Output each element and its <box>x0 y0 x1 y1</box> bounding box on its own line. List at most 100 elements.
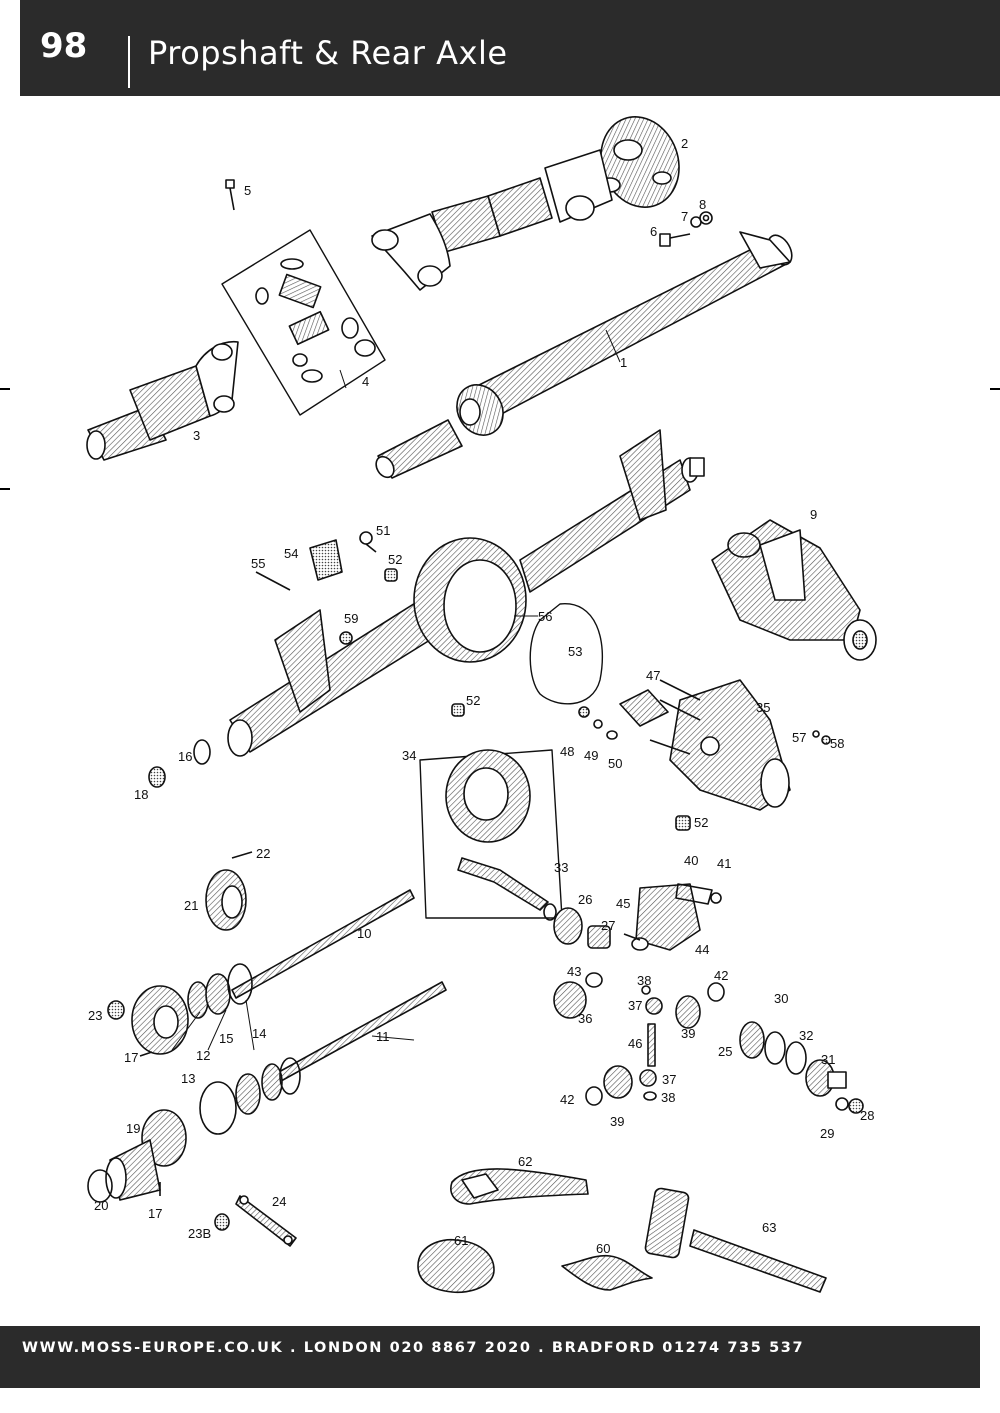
callout-38b: 38 <box>661 1090 675 1105</box>
gasket-53 <box>529 603 604 705</box>
callout-24: 24 <box>272 1194 286 1209</box>
page-number: 98 <box>40 26 88 66</box>
half-shaft-10 <box>231 889 415 999</box>
propshaft-part <box>375 231 793 479</box>
callout-25: 25 <box>718 1044 732 1059</box>
differential-carrier-part <box>711 519 877 661</box>
callout-4: 4 <box>362 374 369 389</box>
tab-washer-24 <box>235 1195 297 1247</box>
callout-60: 60 <box>596 1241 610 1256</box>
nut-52a <box>384 568 398 582</box>
shim-43 <box>585 972 603 988</box>
callout-21: 21 <box>184 898 198 913</box>
washer-38a <box>641 985 651 995</box>
gear-37b <box>639 1069 657 1087</box>
callout-51: 51 <box>376 523 390 538</box>
nut-23 <box>107 1000 125 1020</box>
callout-18: 18 <box>134 787 148 802</box>
washer-57 <box>812 730 820 738</box>
hub-assembly-upper <box>131 963 253 1055</box>
callout-37b: 37 <box>662 1072 676 1087</box>
callout-44: 44 <box>695 942 709 957</box>
bearing-26 <box>553 907 583 945</box>
spacer-27 <box>587 925 611 949</box>
header-divider <box>128 36 130 88</box>
bearing-36 <box>553 981 587 1019</box>
callout-19: 19 <box>126 1121 140 1136</box>
callout-29: 29 <box>820 1126 834 1141</box>
callout-62: 62 <box>518 1154 532 1169</box>
callout-30: 30 <box>774 991 788 1006</box>
callout-40: 40 <box>684 853 698 868</box>
cross-pin-46 <box>647 1023 656 1067</box>
hammer-63 <box>644 1187 827 1293</box>
half-shaft-11 <box>267 981 447 1087</box>
callout-49: 49 <box>584 748 598 763</box>
bolt-51 <box>359 531 377 553</box>
slip-yoke-part <box>86 341 239 461</box>
gear-37a <box>645 997 663 1015</box>
callout-57: 57 <box>792 730 806 745</box>
bump-rubber-54 <box>309 539 343 581</box>
callout-63: 63 <box>762 1220 776 1235</box>
nut-58 <box>821 735 831 745</box>
callout-58: 58 <box>830 736 844 751</box>
callout-22: 22 <box>256 846 270 861</box>
page-title: Propshaft & Rear Axle <box>148 34 508 72</box>
callout-3: 3 <box>193 428 200 443</box>
callout-38a: 38 <box>637 973 651 988</box>
callout-17a: 17 <box>124 1050 138 1065</box>
wrench-62 <box>450 1168 589 1205</box>
ring-20 <box>87 1169 113 1203</box>
bearing-housing-21 <box>205 851 253 931</box>
callout-59: 59 <box>344 611 358 626</box>
washer-29 <box>835 1097 849 1111</box>
callout-52b: 52 <box>466 693 480 708</box>
callout-61: 61 <box>454 1233 468 1248</box>
callout-23: 23 <box>88 1008 102 1023</box>
callout-39a: 39 <box>681 1026 695 1041</box>
callout-42b: 42 <box>560 1092 574 1107</box>
callout-56: 56 <box>538 609 552 624</box>
washer-16 <box>193 739 211 765</box>
callout-42a: 42 <box>714 968 728 983</box>
crop-mark-right <box>990 388 1000 390</box>
callout-13: 13 <box>181 1071 195 1086</box>
callout-34: 34 <box>402 748 416 763</box>
callout-45: 45 <box>616 896 630 911</box>
callout-46: 46 <box>628 1036 642 1051</box>
callout-41: 41 <box>717 856 731 871</box>
callout-55: 55 <box>251 556 265 571</box>
callout-50: 50 <box>608 756 622 771</box>
callout-23b: 23B <box>188 1226 211 1241</box>
callout-11: 11 <box>376 1029 390 1044</box>
nut-28 <box>848 1098 864 1114</box>
callout-52c: 52 <box>694 815 708 830</box>
flange-yoke-part <box>544 116 680 223</box>
callout-6: 6 <box>650 224 657 239</box>
callout-12: 12 <box>196 1048 210 1063</box>
callout-1: 1 <box>620 355 627 370</box>
split-pin-55 <box>255 571 291 591</box>
nut-52c <box>675 815 691 831</box>
bolt-nut-6-7-8 <box>659 211 713 247</box>
bolt-5 <box>225 179 235 211</box>
callout-43: 43 <box>567 964 581 979</box>
callout-54: 54 <box>284 546 298 561</box>
callout-28: 28 <box>860 1108 874 1123</box>
callout-53: 53 <box>568 644 582 659</box>
gear-39b <box>603 1065 633 1099</box>
page-header: 98 Propshaft & Rear Axle <box>20 0 1000 96</box>
callout-7: 7 <box>681 209 688 224</box>
callout-47: 47 <box>646 668 660 683</box>
hub-19 <box>105 1109 187 1201</box>
callout-16: 16 <box>178 749 192 764</box>
callout-5: 5 <box>244 183 251 198</box>
crown-wheel-pinion-kit <box>419 749 563 921</box>
callout-2: 2 <box>681 136 688 151</box>
ring-30 <box>764 1031 786 1065</box>
carrier-housing-35 <box>578 679 791 811</box>
crop-mark-left-top <box>0 388 10 390</box>
footer-contact-text: WWW.MOSS-EUROPE.CO.UK . LONDON 020 8867 … <box>22 1340 805 1356</box>
callout-52a: 52 <box>388 552 402 567</box>
